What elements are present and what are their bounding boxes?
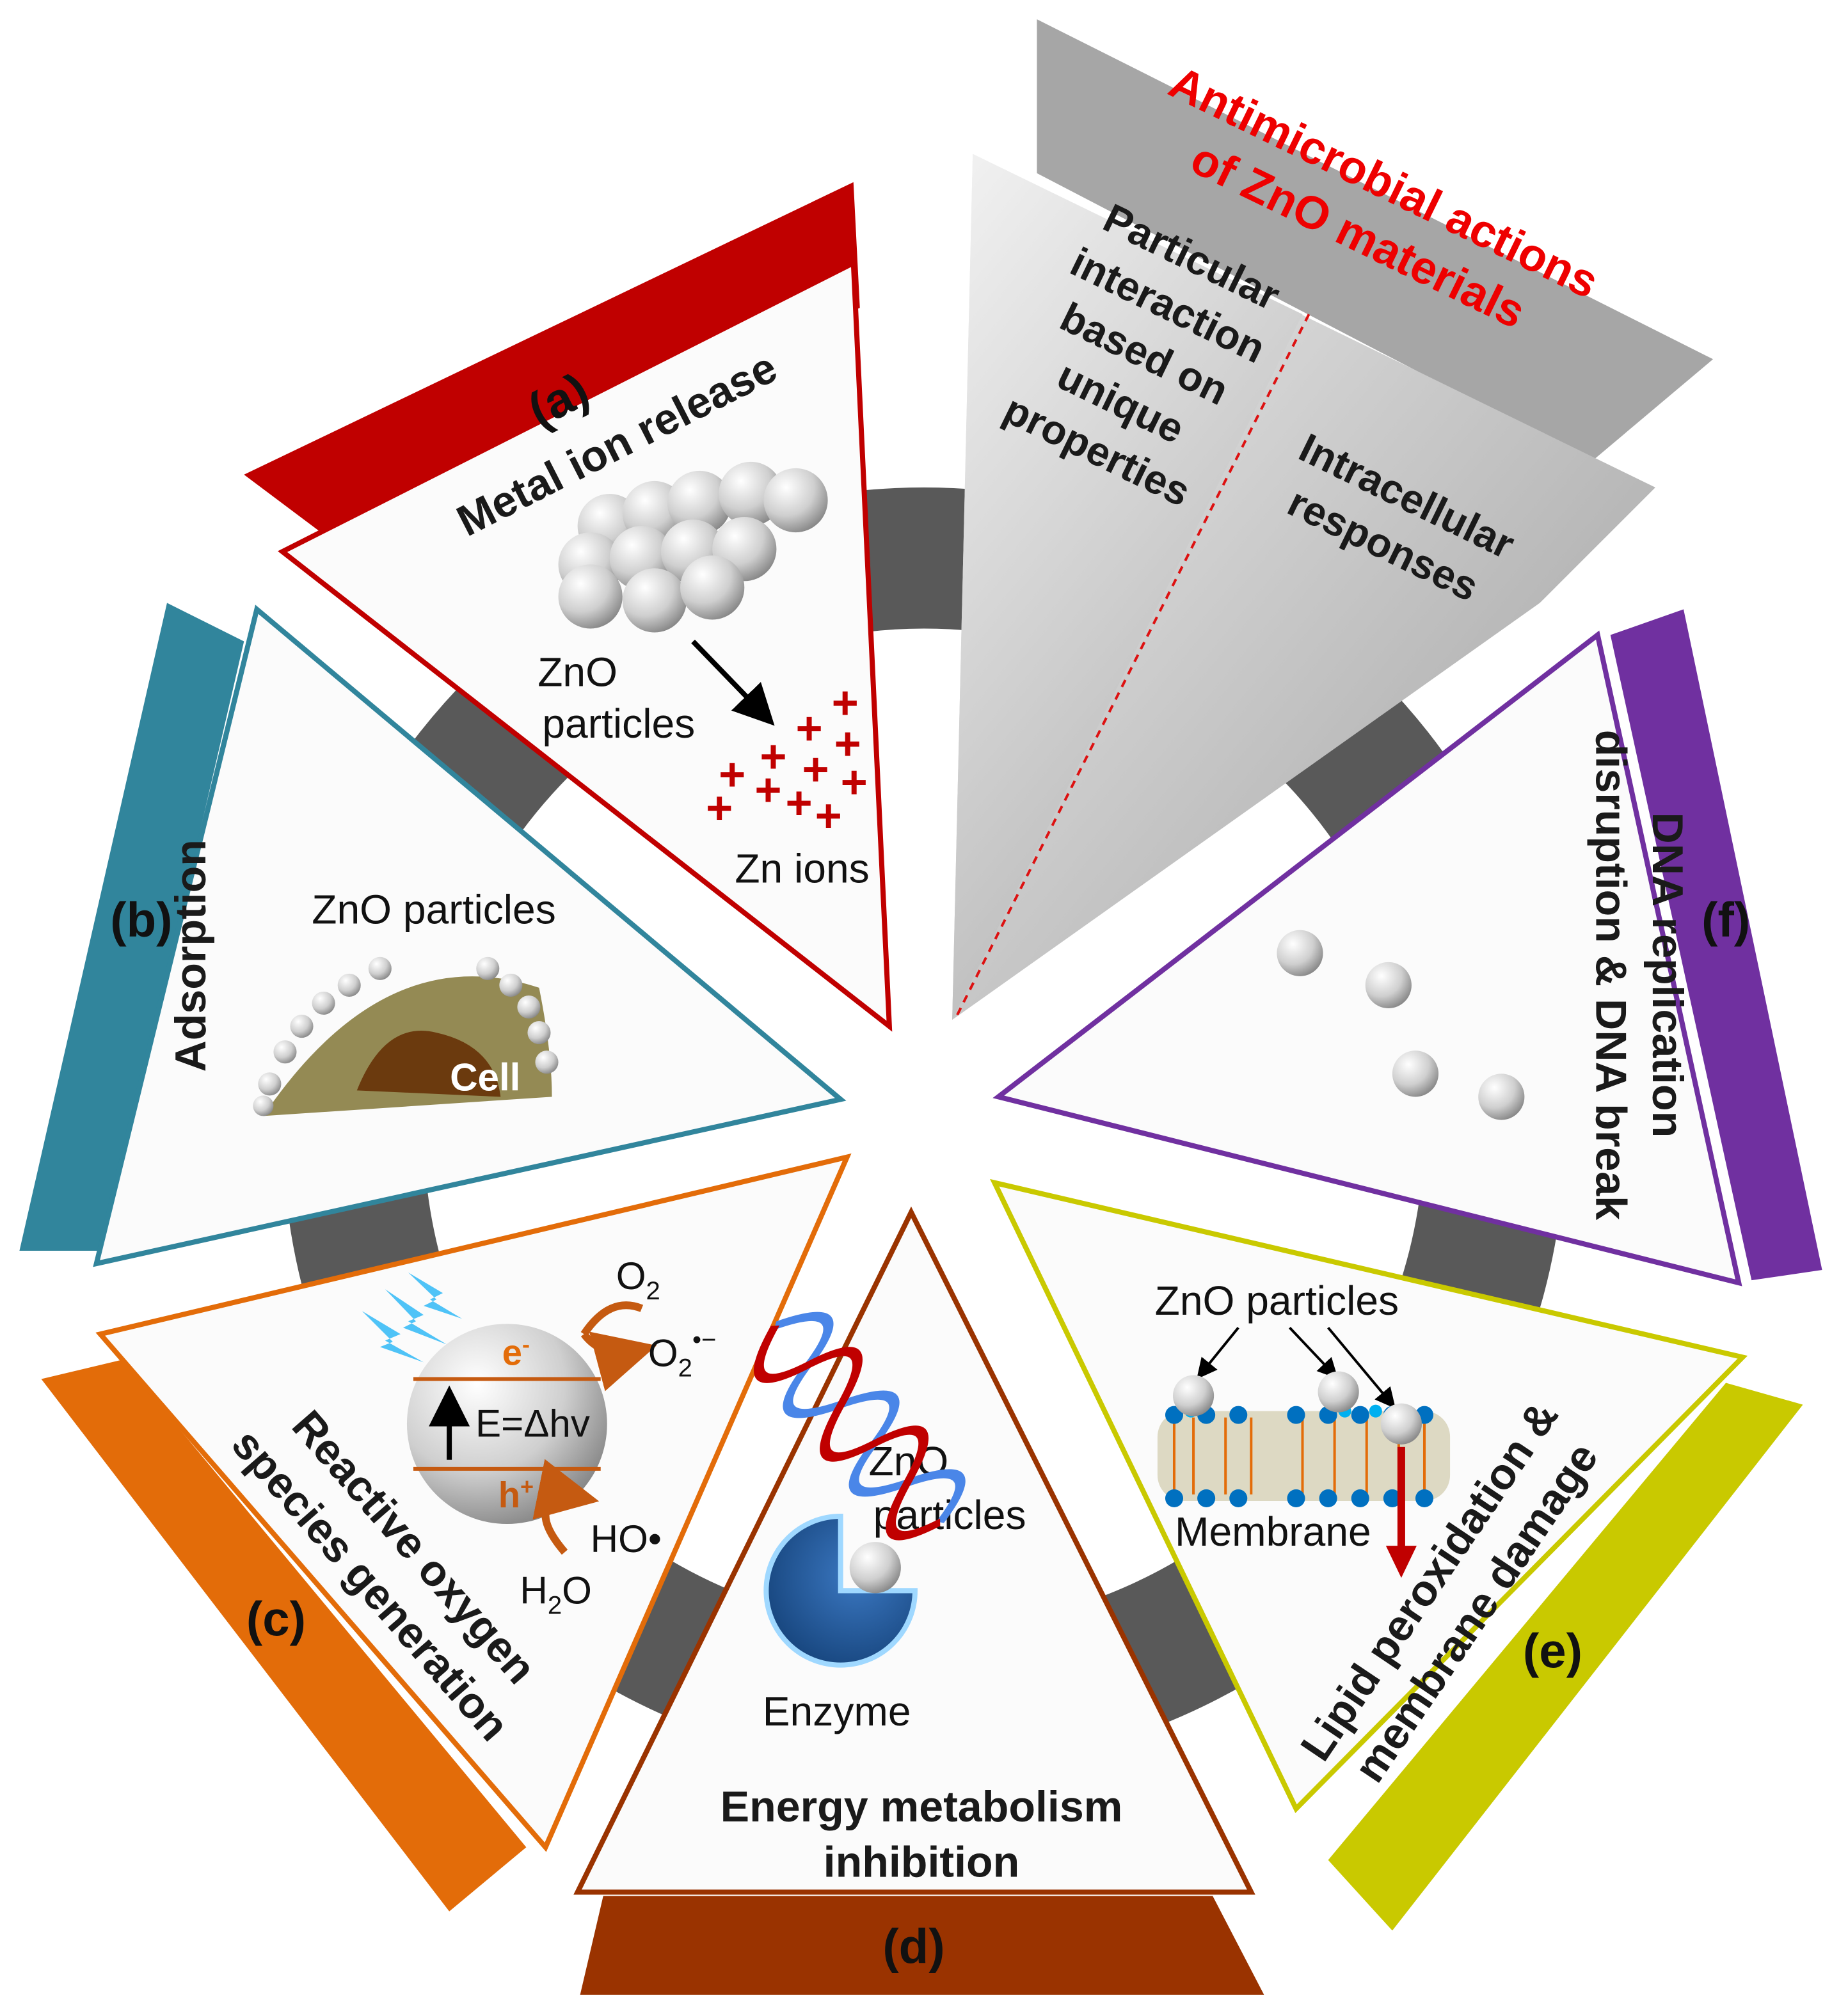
- panel-d-letter: (d): [882, 1919, 944, 1974]
- panel-c-band: [41, 1360, 527, 1912]
- panel-f-letter: (f): [1701, 893, 1750, 948]
- panel-a-zinc-ions: + + + + + + + + + + +: [706, 678, 868, 841]
- panel-b-cell-label: Cell: [450, 1056, 520, 1098]
- panel-a-release-arrow: [691, 639, 775, 726]
- panel-d-band: [580, 1896, 1264, 1995]
- panel-a-metal-ion-release: (a) Metal ion release ZnO particles + + …: [244, 182, 893, 1032]
- panel-c-o2: O2: [616, 1255, 660, 1305]
- overview-wedge-left: [952, 154, 1303, 1020]
- panel-e-zno-particle-3: [1380, 1403, 1422, 1445]
- panel-a-particle-cluster: [558, 461, 828, 633]
- panel-c-hole: h+: [498, 1473, 534, 1515]
- svg-text:+: +: [841, 757, 868, 808]
- panel-b-band: [19, 603, 244, 1251]
- panel-e-damage-arrowhead: [1385, 1546, 1417, 1578]
- panel-f-dna-disruption: (f) DNA replication disruption & DNA bre…: [753, 609, 1822, 1541]
- panel-c-energy-label: E=Δhv: [475, 1402, 590, 1445]
- panel-b-cell: [253, 956, 559, 1116]
- panel-a-particles-line1: ZnO: [538, 649, 617, 695]
- panel-a-band: [244, 182, 860, 533]
- panel-c-superoxide-arrow: [580, 1331, 657, 1392]
- panel-e-membrane-label: Membrane: [1175, 1509, 1371, 1555]
- panel-d-enzyme-shape: [763, 1514, 918, 1668]
- panel-c-water: H2O: [520, 1569, 592, 1619]
- panel-d-title-line2: inhibition: [824, 1837, 1020, 1886]
- panel-e-pointer-1: [1197, 1327, 1239, 1379]
- panel-d-zno-particle: [849, 1542, 901, 1594]
- panel-f-zno-particle-4: [1478, 1074, 1525, 1120]
- panel-f-band: [1610, 609, 1822, 1281]
- panel-d-triangle: [573, 1206, 1255, 1895]
- panel-e-letter: (e): [1523, 1624, 1582, 1679]
- panel-c-superoxide: O2•−: [648, 1326, 717, 1382]
- svg-text:+: +: [834, 718, 861, 770]
- panel-c-o2-curve: [580, 1301, 644, 1336]
- svg-text:+: +: [815, 790, 842, 841]
- panel-e-band: [1328, 1383, 1803, 1931]
- panel-a-zn-ions-label: Zn ions: [735, 846, 869, 892]
- panel-d-enzyme-label: Enzyme: [763, 1688, 911, 1734]
- panel-e-pointer-2: [1288, 1326, 1339, 1379]
- panel-f-zno-particle-3: [1392, 1051, 1439, 1097]
- panel-c-hydroxyl: HO•: [591, 1518, 662, 1560]
- panel-a-particles-line2: particles: [542, 701, 695, 747]
- panel-b-particles-label: ZnO particles: [312, 887, 556, 933]
- svg-text:+: +: [832, 678, 859, 729]
- svg-text:+: +: [795, 703, 822, 754]
- svg-text:+: +: [760, 731, 786, 782]
- panel-d-energy-metabolism: ZnO particles Enzyme Energy metabolism i…: [573, 1206, 1264, 1995]
- panel-e-zno-particle-2: [1318, 1371, 1359, 1413]
- svg-text:+: +: [706, 782, 733, 834]
- panel-c-hydroxyl-arrow: [532, 1459, 600, 1555]
- panel-f-title-line2: disruption & DNA break: [1587, 730, 1636, 1220]
- overview-dark-band: [1037, 19, 1714, 462]
- lightning-icon: [362, 1273, 463, 1363]
- panel-a-triangle: [278, 258, 893, 1032]
- svg-text:+: +: [802, 744, 829, 795]
- panel-c-electron: e-: [502, 1331, 530, 1372]
- svg-text:+: +: [785, 777, 812, 829]
- svg-text:+: +: [754, 765, 781, 816]
- panel-f-zno-particle-1: [1277, 930, 1323, 976]
- panel-b-adsorption: (b) Adsorption ZnO particles Cell: [19, 603, 847, 1267]
- overview-divider-line: [953, 313, 1310, 1020]
- panel-c-ros-generation: Reactive oxygen species generation (c) e…: [41, 1153, 852, 1912]
- overview-banner: Antimicrobial actions of ZnO materials P…: [952, 19, 1714, 1020]
- svg-text:+: +: [719, 749, 745, 800]
- panel-e-zno-particle-1: [1172, 1375, 1215, 1416]
- panel-d-title-line1: Energy metabolism: [721, 1782, 1123, 1831]
- panel-b-title: Adsorption: [166, 839, 215, 1072]
- panel-f-triangle: [992, 630, 1742, 1287]
- panel-c-letter: (c): [246, 1592, 306, 1646]
- panel-b-letter: (b): [110, 893, 172, 948]
- panel-e-pointer-3: [1327, 1326, 1396, 1409]
- panel-f-dna-helix: [753, 1312, 966, 1541]
- panel-f-title-line1: DNA replication: [1643, 813, 1692, 1138]
- panel-e-particles-label: ZnO particles: [1155, 1278, 1399, 1324]
- panel-f-zno-particle-2: [1365, 962, 1412, 1009]
